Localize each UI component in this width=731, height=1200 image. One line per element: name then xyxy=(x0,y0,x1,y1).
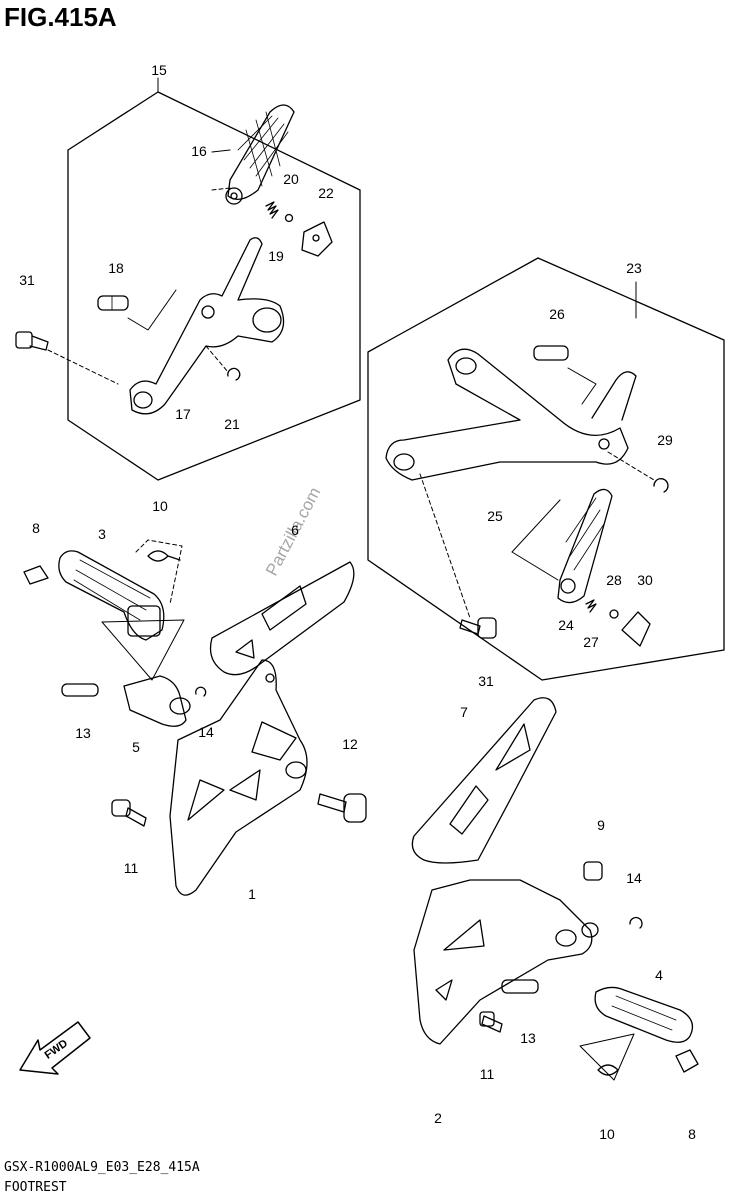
part-18-bolt xyxy=(97,295,129,311)
part-8-rubber-a xyxy=(23,565,49,585)
callout-16[interactable]: 16 xyxy=(191,143,207,159)
fwd-arrow-icon xyxy=(19,1021,91,1075)
section-name: FOOTREST xyxy=(4,1180,67,1195)
callout-8-right[interactable]: 8 xyxy=(688,1126,696,1142)
part-11-bolt-b xyxy=(479,1011,503,1033)
part-10-spring-a xyxy=(147,550,181,562)
callout-31-upper[interactable]: 31 xyxy=(19,272,35,288)
callout-5[interactable]: 5 xyxy=(132,739,140,755)
callout-12[interactable]: 12 xyxy=(342,736,358,752)
callout-10-left[interactable]: 10 xyxy=(152,498,168,514)
part-13-pin-a xyxy=(61,683,99,697)
callout-29[interactable]: 29 xyxy=(657,432,673,448)
part-5-footpeg-pivot xyxy=(123,675,191,727)
callout-26[interactable]: 26 xyxy=(549,306,565,322)
part-31-bolt-b xyxy=(459,617,497,639)
callout-13-right[interactable]: 13 xyxy=(520,1030,536,1046)
callout-14-right[interactable]: 14 xyxy=(626,870,642,886)
callout-14-left[interactable]: 14 xyxy=(198,724,214,740)
part-19-spring xyxy=(265,201,279,219)
callout-19[interactable]: 19 xyxy=(268,248,284,264)
group-outline-23 xyxy=(367,257,725,681)
model-code: GSX-R1000AL9_E03_E28_415A xyxy=(4,1160,200,1175)
part-2-rear-bracket xyxy=(413,879,599,1045)
callout-10-right[interactable]: 10 xyxy=(599,1126,615,1142)
callout-20[interactable]: 20 xyxy=(283,171,299,187)
part-8-rubber-b xyxy=(675,1049,699,1073)
callout-7[interactable]: 7 xyxy=(460,704,468,720)
part-6-heel-guard xyxy=(209,561,355,676)
part-22-plate xyxy=(301,221,333,257)
callout-3[interactable]: 3 xyxy=(98,526,106,542)
part-21-clip xyxy=(227,367,241,381)
part-30-plate xyxy=(621,611,651,647)
callout-15[interactable]: 15 xyxy=(151,62,167,78)
callout-18[interactable]: 18 xyxy=(108,260,124,276)
callout-23[interactable]: 23 xyxy=(626,260,642,276)
callout-30[interactable]: 30 xyxy=(637,572,653,588)
part-3-rider-footpeg xyxy=(58,550,165,641)
part-20-ball xyxy=(284,213,294,223)
callout-2[interactable]: 2 xyxy=(434,1110,442,1126)
callout-1[interactable]: 1 xyxy=(248,886,256,902)
part-1-front-bracket xyxy=(169,659,308,896)
part-14-clip-b xyxy=(629,916,643,929)
part-24-passenger-footpeg xyxy=(557,488,613,604)
callout-4[interactable]: 4 xyxy=(655,967,663,983)
callout-9[interactable]: 9 xyxy=(597,817,605,833)
callout-11-left[interactable]: 11 xyxy=(123,860,139,876)
part-14-clip-a xyxy=(195,686,207,697)
callout-28[interactable]: 28 xyxy=(606,572,622,588)
part-31-bolt-a xyxy=(15,331,49,351)
part-25-passenger-bracket xyxy=(385,348,637,481)
part-13-pin-b xyxy=(501,979,539,994)
callout-11-right[interactable]: 11 xyxy=(479,1066,495,1082)
callout-27[interactable]: 27 xyxy=(583,634,599,650)
callout-31-right[interactable]: 31 xyxy=(478,673,494,689)
callout-21[interactable]: 21 xyxy=(224,416,240,432)
callout-13-left[interactable]: 13 xyxy=(75,725,91,741)
part-27-spring xyxy=(585,599,597,613)
callout-25[interactable]: 25 xyxy=(487,508,503,524)
callout-17[interactable]: 17 xyxy=(175,406,191,422)
part-16-rider-footpeg xyxy=(225,104,295,205)
callout-6[interactable]: 6 xyxy=(291,522,299,538)
group-outline-15 xyxy=(67,91,361,481)
callout-8-left[interactable]: 8 xyxy=(32,520,40,536)
callout-22[interactable]: 22 xyxy=(318,185,334,201)
part-17-footrest-bracket xyxy=(129,237,285,415)
part-10-spring-b xyxy=(597,1064,619,1076)
part-28-ball xyxy=(609,609,619,619)
part-12-bolt xyxy=(317,793,367,823)
part-26-bolt xyxy=(533,345,569,361)
figure-title: FIG.415A xyxy=(4,2,117,32)
part-29-clip xyxy=(653,478,669,493)
part-9-bolt xyxy=(583,861,603,881)
part-11-bolt-a xyxy=(111,799,147,827)
part-7-heel-guard xyxy=(411,697,557,864)
part-4-rider-footpeg-right xyxy=(594,986,694,1043)
callout-24[interactable]: 24 xyxy=(558,617,574,633)
